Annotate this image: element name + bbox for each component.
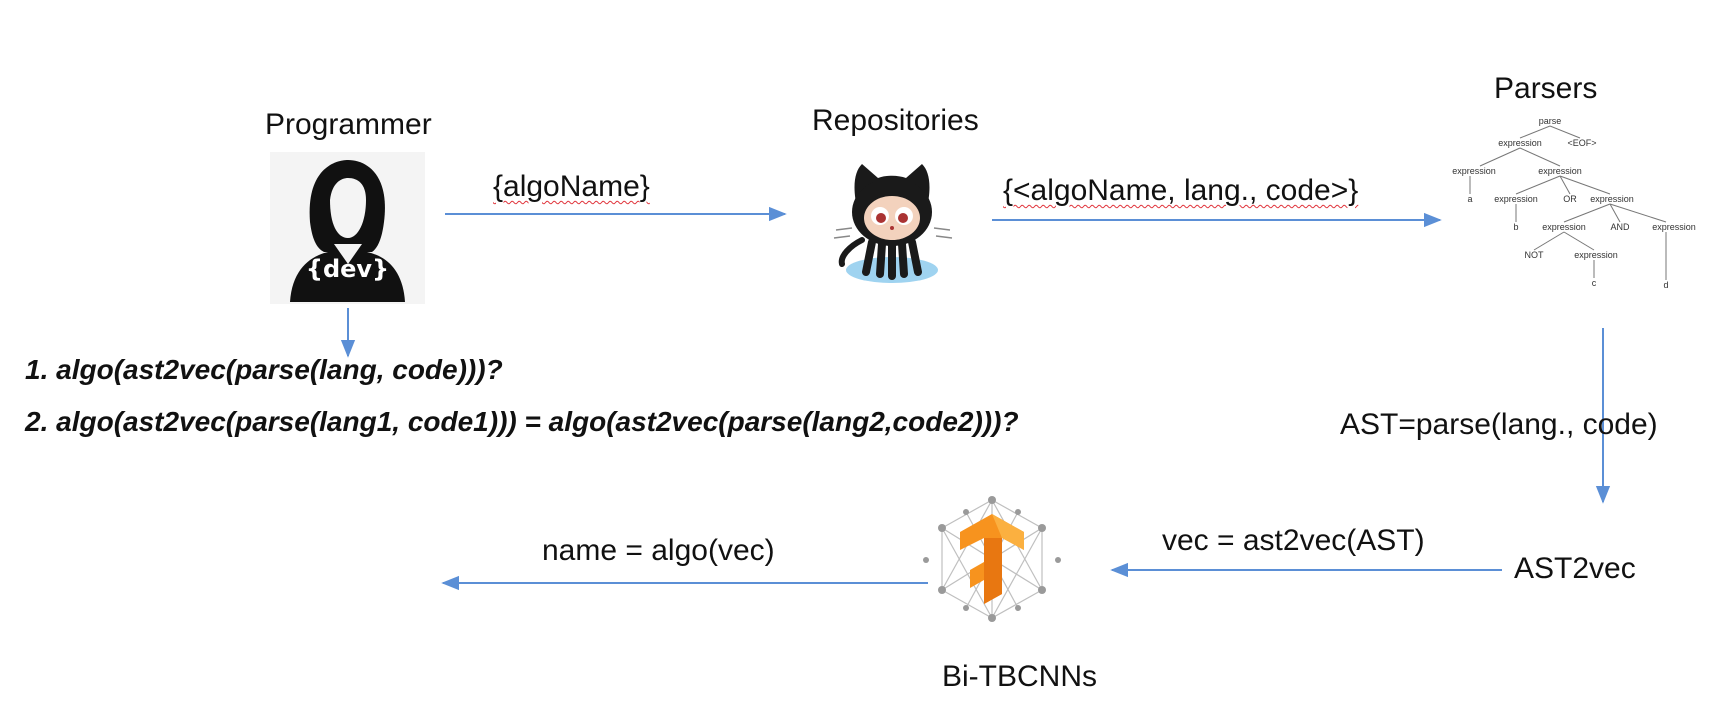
question-1: 1. algo(ast2vec(parse(lang, code)))? xyxy=(25,354,503,385)
tree-node-expression: expression xyxy=(1498,138,1542,148)
tree-node-expression: expression xyxy=(1494,194,1538,204)
octocat-icon xyxy=(822,148,962,288)
parsers-label: Parsers xyxy=(1494,72,1598,105)
programmer-label: Programmer xyxy=(265,108,432,141)
edge-label-triple: {<algoName, lang., code>} xyxy=(1003,176,1358,206)
tree-node-expression: expression xyxy=(1538,166,1582,176)
dev-badge-text: {dev} xyxy=(305,255,390,283)
tree-node-expression: expression xyxy=(1590,194,1634,204)
edge-label-ast-parse: AST=parse(lang., code) xyxy=(1340,408,1658,441)
tree-node-expression: expression xyxy=(1652,222,1696,232)
edge-label-name: name = algo(vec) xyxy=(542,534,775,567)
tree-leaf-a: a xyxy=(1467,194,1472,204)
tree-node-expression: expression xyxy=(1574,250,1618,260)
tree-node-not: NOT xyxy=(1525,250,1545,260)
tree-node-expression: expression xyxy=(1542,222,1586,232)
edge-label-triple-text: {<algoName, lang., code>} xyxy=(1003,174,1359,207)
parse-tree-image: parse expression <EOF> expression expres… xyxy=(1452,116,1696,290)
tree-node-and: AND xyxy=(1610,222,1630,232)
tree-node-eof: <EOF> xyxy=(1567,138,1596,148)
edge-label-vec: vec = ast2vec(AST) xyxy=(1162,526,1425,556)
tensorflow-network-icon xyxy=(922,492,1062,628)
tree-node-parse: parse xyxy=(1539,116,1562,126)
tree-node-expression: expression xyxy=(1452,166,1496,176)
edge-label-algoname: {algoName} xyxy=(493,172,650,202)
repositories-label: Repositories xyxy=(812,104,979,137)
tree-leaf-b: b xyxy=(1513,222,1518,232)
bitbcnns-label: Bi-TBCNNs xyxy=(942,660,1097,693)
question-2: 2. algo(ast2vec(parse(lang1, code1))) = … xyxy=(25,406,1019,437)
ast2vec-label: AST2vec xyxy=(1514,552,1636,585)
tree-node-or: OR xyxy=(1563,194,1577,204)
edge-label-vec-text: vec = ast2vec(AST) xyxy=(1162,524,1425,557)
tree-leaf-d: d xyxy=(1663,280,1668,290)
tree-leaf-c: c xyxy=(1592,278,1597,288)
developer-icon: {dev} xyxy=(270,152,425,304)
edge-label-algoname-text: {algoName} xyxy=(493,170,650,203)
